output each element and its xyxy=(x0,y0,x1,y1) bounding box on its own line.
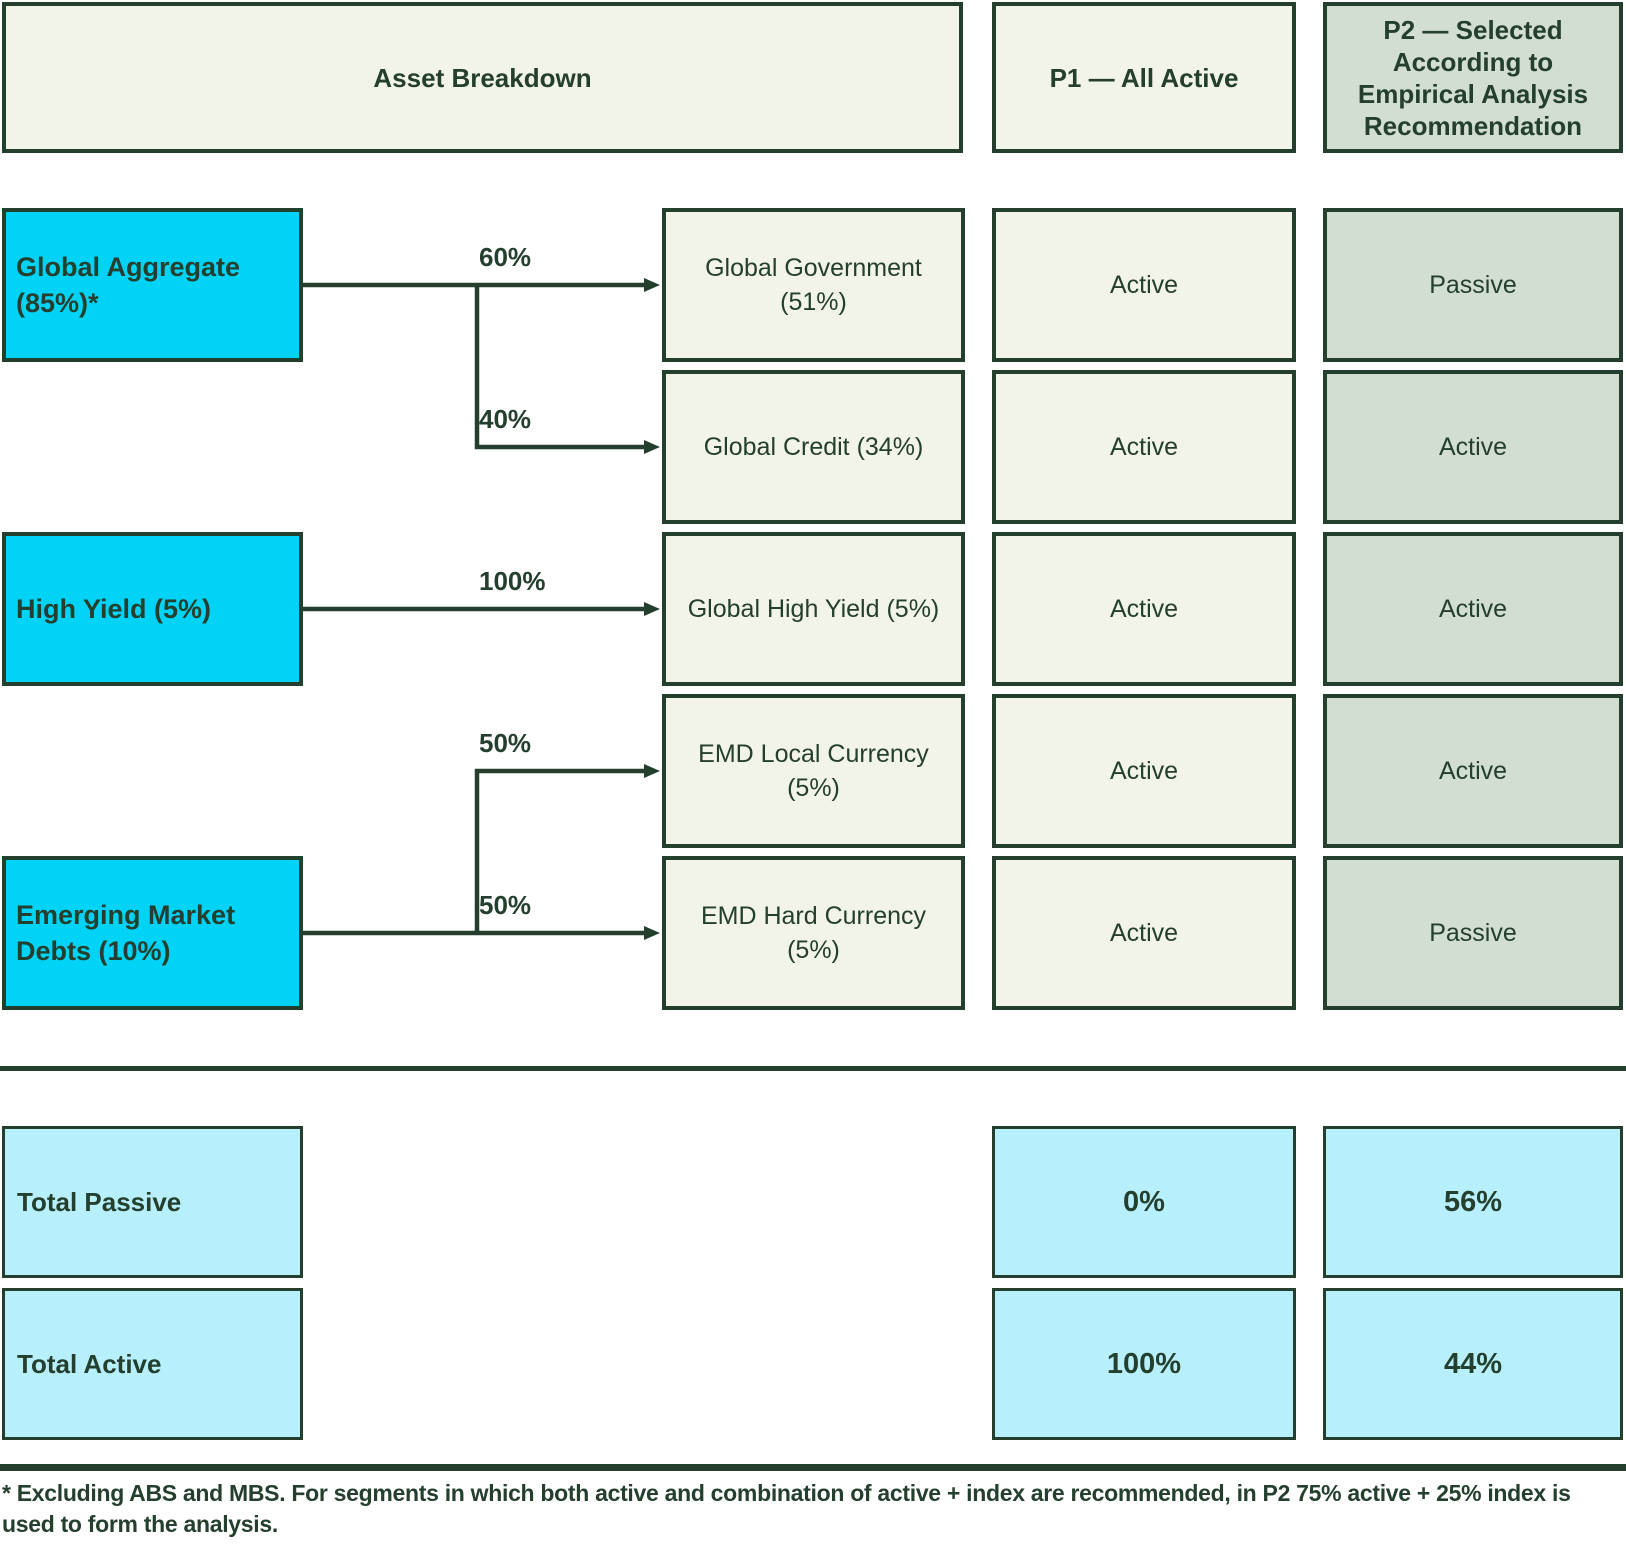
p2-header-line-4: Recommendation xyxy=(1363,110,1583,141)
group-box-emerging-market-debts-label: Emerging Market Debts (10%) xyxy=(16,900,236,966)
weight-label-emd-local: 50% xyxy=(479,728,532,758)
p1-cell-global-credit: Active xyxy=(992,370,1296,524)
p2-cell-global-government: Passive xyxy=(1323,208,1623,362)
asset-box-global-government-label: Global Government (51%) xyxy=(705,254,922,316)
asset-box-emd-local-currency: EMD Local Currency (5%) xyxy=(662,694,965,848)
asset-box-emd-hard-currency-label: EMD Hard Currency (5%) xyxy=(700,902,927,964)
p2-cell-emd-hard-currency: Passive xyxy=(1323,856,1623,1010)
total-active-p2-value: 44% xyxy=(1443,1347,1503,1380)
total-active-p1-value-box: 100% xyxy=(992,1288,1296,1440)
weight-label-global-credit: 40% xyxy=(479,404,532,434)
p2-header-line-3: Empirical Analysis xyxy=(1357,78,1589,109)
section-divider-bottom xyxy=(0,1464,1626,1471)
group-box-emerging-market-debts: Emerging Market Debts (10%) xyxy=(2,856,303,1010)
column-header-p1: P1 — All Active xyxy=(992,2,1296,153)
asset-box-emd-local-currency-label: EMD Local Currency (5%) xyxy=(698,740,929,802)
total-active-p1-value: 100% xyxy=(1106,1347,1182,1380)
p1-cell-emd-local-currency: Active xyxy=(992,694,1296,848)
group-box-global-aggregate: Global Aggregate (85%)* xyxy=(2,208,303,362)
column-header-p2-label: P2 — Selected According to Empirical Ana… xyxy=(1358,14,1588,142)
column-header-asset-breakdown: Asset Breakdown xyxy=(2,2,963,153)
total-passive-p1-value: 0% xyxy=(1123,1185,1165,1218)
asset-box-global-high-yield: Global High Yield (5%) xyxy=(662,532,965,686)
footnote: * Excluding ABS and MBS. For segments in… xyxy=(2,1480,1571,1537)
asset-box-global-credit-label: Global Credit (34%) xyxy=(703,433,924,461)
weight-label-global-government: 60% xyxy=(479,242,532,272)
total-passive-p2-value: 56% xyxy=(1443,1185,1503,1218)
group-box-high-yield-label: High Yield (5%) xyxy=(16,594,212,624)
asset-box-global-credit: Global Credit (34%) xyxy=(662,370,965,524)
p2-cell-emd-local-currency: Active xyxy=(1323,694,1623,848)
p2-cell-emd-hard-currency-label: Passive xyxy=(1429,918,1517,947)
total-active-label-box: Total Active xyxy=(2,1288,303,1440)
asset-box-global-high-yield-label: Global High Yield (5%) xyxy=(687,595,940,623)
column-header-p1-label: P1 — All Active xyxy=(1049,62,1239,93)
total-passive-p2-value-box: 56% xyxy=(1323,1126,1623,1278)
total-active-label: Total Active xyxy=(17,1348,162,1379)
p1-cell-emd-hard-currency-label: Active xyxy=(1109,918,1179,947)
total-passive-p1-value-box: 0% xyxy=(992,1126,1296,1278)
p2-cell-global-credit: Active xyxy=(1323,370,1623,524)
p2-cell-global-credit-label: Active xyxy=(1438,432,1508,461)
p1-cell-global-high-yield: Active xyxy=(992,532,1296,686)
asset-box-global-government: Global Government (51%) xyxy=(662,208,965,362)
p1-cell-emd-local-currency-label: Active xyxy=(1109,756,1179,785)
p1-cell-emd-hard-currency: Active xyxy=(992,856,1296,1010)
p2-header-line-1: P2 — Selected xyxy=(1383,14,1563,45)
total-active-p2-value-box: 44% xyxy=(1323,1288,1623,1440)
section-divider-top xyxy=(0,1066,1626,1071)
p2-cell-global-government-label: Passive xyxy=(1429,270,1517,299)
p1-cell-global-government-label: Active xyxy=(1109,270,1179,299)
p2-cell-global-high-yield-label: Active xyxy=(1438,594,1508,623)
p1-cell-global-high-yield-label: Active xyxy=(1109,594,1179,623)
p2-cell-emd-local-currency-label: Active xyxy=(1438,756,1508,785)
p2-header-line-2: According to xyxy=(1392,46,1554,77)
asset-box-emd-hard-currency: EMD Hard Currency (5%) xyxy=(662,856,965,1010)
p1-cell-global-credit-label: Active xyxy=(1109,432,1179,461)
total-passive-label: Total Passive xyxy=(17,1186,182,1217)
group-box-global-aggregate-label: Global Aggregate (85%)* xyxy=(16,252,241,318)
group-box-high-yield: High Yield (5%) xyxy=(2,532,303,686)
p2-cell-global-high-yield: Active xyxy=(1323,532,1623,686)
weight-label-emd-hard: 50% xyxy=(479,890,532,920)
p1-cell-global-government: Active xyxy=(992,208,1296,362)
column-header-p2: P2 — Selected According to Empirical Ana… xyxy=(1323,2,1623,153)
weight-label-global-high-yield: 100% xyxy=(479,566,546,596)
total-passive-label-box: Total Passive xyxy=(2,1126,303,1278)
column-header-asset-breakdown-label: Asset Breakdown xyxy=(373,62,592,93)
